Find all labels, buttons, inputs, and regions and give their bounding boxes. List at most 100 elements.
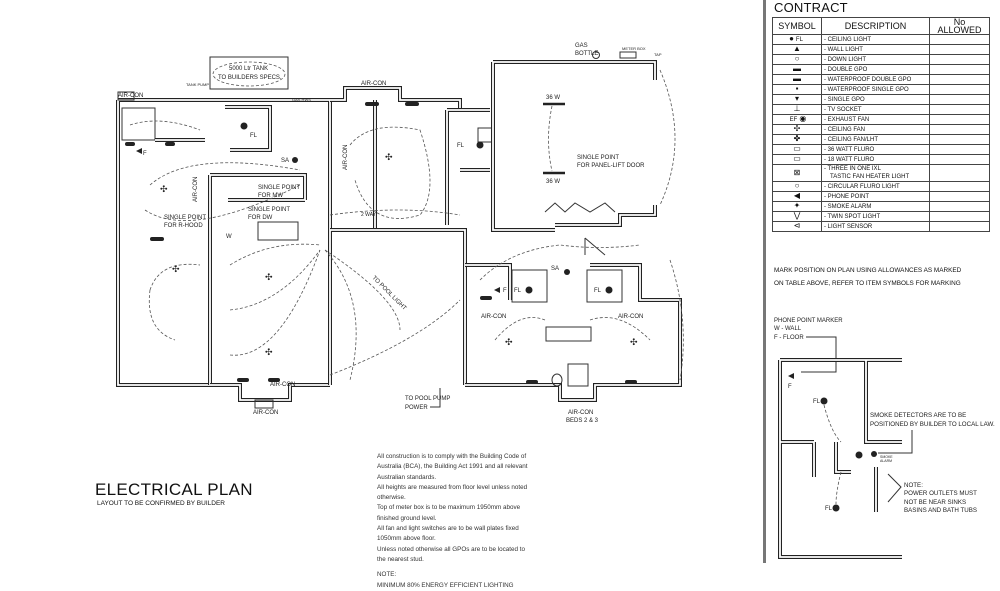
legend-allowed-input[interactable] <box>929 211 990 222</box>
smoke-alarm-icon <box>564 269 570 275</box>
legend-allowed-input[interactable] <box>929 134 990 145</box>
legend-symbol: ✦ <box>772 201 822 212</box>
legend-allowed-input[interactable] <box>929 181 990 192</box>
smoke-alarm-label: SMOKE <box>880 455 893 459</box>
marker-title: PHONE POINT MARKER <box>774 318 843 324</box>
legend-description: - LIGHT SENSOR <box>821 221 930 232</box>
legend-row: ✤- CEILING FAN/LHT <box>772 134 990 145</box>
legend-allowed-input[interactable] <box>929 84 990 95</box>
legend-row: ▭- 18 WATT FLURO <box>772 154 990 165</box>
legend-allowed-input[interactable] <box>929 64 990 75</box>
exhaust-fan-icon: ◉ <box>799 114 807 123</box>
description-text: - DOUBLE GPO <box>824 66 868 73</box>
legend-row: ▭ - 36 WATT FLURO <box>772 144 990 155</box>
ceiling-fan-icon: ✣ <box>265 347 273 357</box>
legend-row: ▲- WALL LIGHT <box>772 44 990 55</box>
legend-row: ⊥ - TV SOCKET <box>772 104 990 115</box>
legend-allowed-input[interactable] <box>929 54 990 65</box>
legend-description: - SINGLE GPO <box>821 94 930 105</box>
legend-symbol: ✤ <box>772 134 822 145</box>
legend-symbol: ⊠ <box>772 164 822 182</box>
tank-ellipse <box>212 61 286 87</box>
legend-symbol: ▲ <box>772 44 822 55</box>
legend-symbol: ○ <box>772 181 822 192</box>
legend-symbol: ▭ <box>772 154 822 165</box>
single-point-rhood-label: FOR R-HOOD <box>164 223 203 229</box>
ceiling-light-icon <box>605 286 613 294</box>
description-text: - WATERPROOF DOUBLE GPO <box>824 76 912 83</box>
vanity <box>545 326 592 342</box>
legend-row: ●FL- CEILING LIGHT <box>772 34 990 45</box>
legend-symbol: ⊲ <box>772 221 822 232</box>
legend-allowed-input[interactable] <box>929 144 990 155</box>
legend-allowed-input[interactable] <box>929 74 990 85</box>
f-label: F <box>143 151 147 157</box>
legend-allowed-input[interactable] <box>929 154 990 165</box>
tv-socket-icon: ⊥ <box>793 104 801 113</box>
legend-symbol: ⋁ <box>772 211 822 222</box>
ceiling-light-icon <box>525 286 533 294</box>
meter-box-icon <box>619 51 637 59</box>
smoke-note: POSITIONED BY BUILDER TO LOCAL LAW. <box>870 421 995 428</box>
single-gpo-icon: ▾ <box>794 94 799 103</box>
ceiling-light-icon <box>240 122 248 130</box>
legend-allowed-input[interactable] <box>929 124 990 135</box>
legend-description: - DOWN LIGHT <box>821 54 930 65</box>
note-line: NOTE: <box>377 571 397 579</box>
note-line: the nearest stud. <box>377 555 424 563</box>
legend-symbol: ▬ <box>772 74 822 85</box>
legend-description: - TV SOCKET <box>821 104 930 115</box>
fluoro-36w-icon: ▭ <box>793 144 801 153</box>
legend-allowed-input[interactable] <box>929 191 990 202</box>
legend-allowed-input[interactable] <box>929 44 990 55</box>
legend-row: ⊲- LIGHT SENSOR <box>772 221 990 232</box>
meter-box-label: METER BOX <box>622 46 646 51</box>
legend-allowed-input[interactable] <box>929 164 990 182</box>
legend-allowed-input[interactable] <box>929 104 990 115</box>
marker-floor: F - FLOOR <box>774 335 804 341</box>
legend-row: ✣- CEILING FAN <box>772 124 990 135</box>
legend-symbol: ▪ <box>772 84 822 95</box>
sa-label: SA <box>281 158 289 164</box>
ceiling-fan-icon: ✣ <box>630 337 638 347</box>
w-label: W <box>226 234 232 240</box>
description-text: - SINGLE GPO <box>824 96 865 103</box>
smoke-alarm-label: ALARM <box>880 459 892 463</box>
phone-point-icon <box>494 287 500 293</box>
fluoro-label: 36 W <box>546 179 560 185</box>
note-line: Australia (BCA), the Building Act 1991 a… <box>377 463 528 471</box>
legend-symbol: ▭ <box>772 144 822 155</box>
legend-row: ✦- SMOKE ALARM <box>772 201 990 212</box>
description-text: - WATERPROOF SINGLE GPO <box>824 86 909 93</box>
legend-note: ON TABLE ABOVE, REFER TO ITEM SYMBOLS FO… <box>774 280 961 287</box>
legend-allowed-input[interactable] <box>929 201 990 212</box>
header-symbol: SYMBOL <box>772 17 822 35</box>
contract-title: CONTRACT <box>774 0 848 15</box>
legend-table: SYMBOL DESCRIPTION No ALLOWED ●FL- CEILI… <box>772 17 990 232</box>
pool-pump-label: TO POOL PUMP <box>405 396 450 402</box>
legend-description: - 36 WATT FLURO <box>821 144 930 155</box>
legend-row: ⋁- TWIN SPOT LIGHT <box>772 211 990 222</box>
description-text: TASTIC FAN HEATER LIGHT <box>830 174 910 180</box>
ceiling-fan-icon: ✣ <box>793 124 801 133</box>
panel-divider <box>763 0 766 563</box>
legend-allowed-input[interactable] <box>929 114 990 125</box>
ceiling-light-icon <box>820 397 828 405</box>
kitchen-island <box>257 221 299 241</box>
aircon-label: AIR-CON <box>568 410 593 416</box>
note-line: All fan and light switches are to be wal… <box>377 525 519 533</box>
fl-label: FL <box>594 288 602 294</box>
fl-label: FL <box>813 399 821 405</box>
legend-allowed-input[interactable] <box>929 221 990 232</box>
legend-allowed-input[interactable] <box>929 94 990 105</box>
note-line: MINIMUM 80% ENERGY EFFICIENT LIGHTING <box>377 581 514 589</box>
legend-description: - CEILING LIGHT <box>821 34 930 45</box>
three-in-one-icon: ⊠ <box>793 167 801 177</box>
page-title: ELECTRICAL PLAN <box>95 480 253 499</box>
legend-description: - CIRCULAR FLURO LIGHT <box>821 181 930 192</box>
waterproof-double-gpo-icon: ▬ <box>793 74 801 83</box>
legend-allowed-input[interactable] <box>929 34 990 45</box>
single-point-mw-label: SINGLE POINT <box>258 185 300 191</box>
legend-description: - WALL LIGHT <box>821 44 930 55</box>
